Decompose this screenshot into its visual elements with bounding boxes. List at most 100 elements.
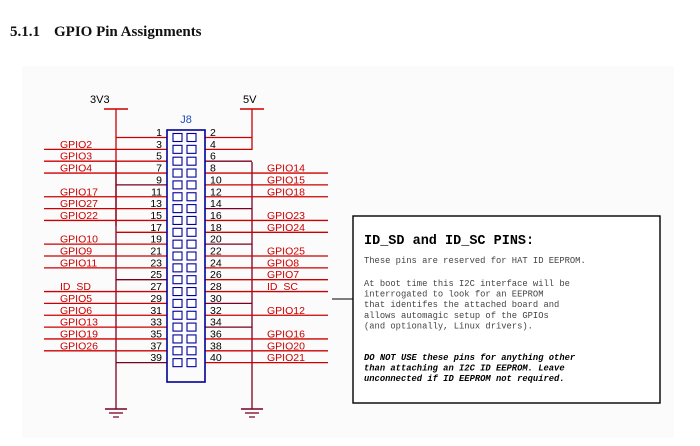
pin-number-right: 8 [210,163,216,175]
pin-number-right: 40 [210,352,222,364]
signal-label-left: GPIO9 [60,246,92,258]
note-text: that identifes the attached board and [364,300,559,310]
signal-label-right: GPIO12 [267,305,305,317]
pin-number-right: 6 [210,151,216,163]
pin-square [186,204,197,214]
pin-number-right: 26 [210,269,222,281]
pin-square [186,322,197,332]
pin-square [186,287,197,297]
signal-label-right: GPIO14 [267,163,305,175]
pin-square [172,132,183,143]
pin-square [186,298,197,308]
pin-number-left: 35 [150,328,162,340]
note-text: At boot time this I2C interface will be [364,279,570,289]
signal-label-left: GPIO27 [60,198,98,210]
connector-reference: J8 [180,114,192,126]
pin-square [172,346,183,356]
signal-label-right: GPIO15 [267,174,305,186]
pin-square [172,192,183,202]
pin-number-left: 17 [150,222,162,234]
pin-number-right: 34 [210,317,222,329]
pin-number-left: 5 [156,151,162,163]
signal-label-right: GPIO20 [267,340,305,352]
pin-number-right: 36 [210,328,222,340]
wires-layer [44,108,353,418]
note-frame [352,215,661,404]
pin-number-right: 38 [210,340,222,352]
pin-square [172,227,183,237]
pin-square [172,334,183,344]
section-title: GPIO Pin Assignments [54,24,202,40]
pin-number-left: 19 [150,234,162,246]
pin-number-left: 1 [156,127,162,139]
pin-number-left: 29 [150,293,162,305]
pin-square [172,310,183,320]
pin-square [172,251,183,261]
connector-outline [166,129,206,383]
pin-number-left: 7 [156,163,162,175]
pin-square [186,346,197,356]
pin-number-right: 30 [210,293,222,305]
pin-number-left: 23 [150,257,162,269]
pin-square [172,144,183,154]
pin-number-left: 11 [151,186,162,198]
pin-number-right: 32 [210,305,222,317]
pin-number-left: 33 [150,317,162,329]
pin-number-left: 9 [156,174,162,186]
note-warning-text: unconnected if ID EEPROM not required. [364,374,565,384]
pin-square [186,358,197,368]
pin-square [172,298,183,308]
signal-label-right: GPIO25 [267,246,305,258]
connector-body [166,129,206,383]
pin-number-right: 18 [210,222,222,234]
pin-number-right: 28 [210,281,222,293]
pin-number-right: 24 [210,257,222,269]
signal-label-right: GPIO23 [267,210,305,222]
signal-label-left: ID_SD [60,281,91,293]
pin-square [186,251,197,261]
pin-square [186,239,197,249]
note-warning-text: than attaching an I2C ID EEPROM. Leave [364,364,565,374]
signal-label-left: GPIO2 [60,139,92,151]
signal-label-left: GPIO11 [60,257,97,269]
signal-label-left: GPIO6 [60,305,92,317]
signal-label-right: GPIO18 [267,186,305,198]
note-text: (and optionally, Linux drivers). [364,321,533,331]
signal-label-right: GPIO16 [267,328,305,340]
pin-square [172,168,183,178]
pin-number-right: 16 [210,210,222,222]
note-title: ID_SD and ID_SC PINS: [364,234,534,249]
pin-number-left: 15 [150,210,162,222]
pin-number-right: 20 [210,234,222,246]
pin-square [186,334,197,344]
pin-square [186,215,197,225]
signal-label-left: GPIO5 [60,293,92,305]
pin-square [172,204,183,214]
note-text: allows automagic setup of the GPIOs [364,311,549,321]
signal-label-left: GPIO26 [60,340,98,352]
pin-square [172,263,183,273]
pin-square [186,180,197,190]
pin-square [172,358,183,368]
pin-number-right: 10 [210,174,222,186]
pin-number-left: 3 [156,139,162,151]
pin-square [186,168,197,178]
signal-label-left: GPIO19 [60,328,98,340]
pin-square [186,156,197,166]
signal-label-right: GPIO7 [267,269,299,281]
pin-number-left: 25 [150,269,162,281]
pin-number-left: 39 [150,352,162,364]
note-text: These pins are reserved for HAT ID EEPRO… [364,256,586,266]
pin-square [172,215,183,225]
signal-label-left: GPIO22 [60,210,98,222]
power-label-5v: 5V [243,94,257,106]
signal-label-left: GPIO17 [60,186,98,198]
pin-number-left: 21 [150,246,162,258]
pin-square [172,287,183,297]
signal-label-left: GPIO10 [60,234,98,246]
signal-label-right: GPIO24 [267,222,305,234]
